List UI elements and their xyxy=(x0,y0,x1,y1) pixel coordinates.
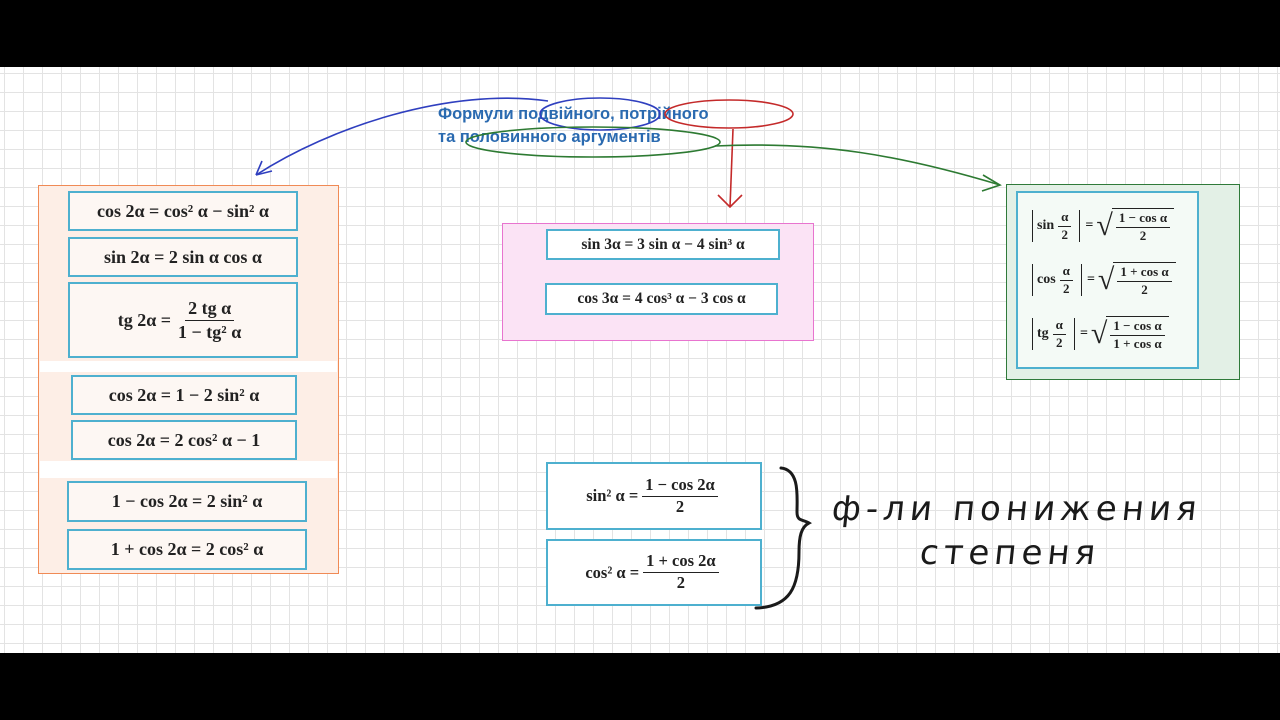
equals-sign: = xyxy=(1079,326,1088,341)
formula-half-sin: sin α 2 = √ 1 − cos α 2 xyxy=(1032,208,1197,244)
radicand-denominator: 1 + cos α xyxy=(1113,336,1162,351)
fn-sin: sin xyxy=(1037,218,1055,233)
fn-tg: tg xyxy=(1037,326,1049,341)
green-arrow xyxy=(714,144,1001,186)
sqrt-icon: √ xyxy=(1097,263,1115,296)
formula-half-tg: tg α 2 = √ 1 − cos α 1 + cos α xyxy=(1032,316,1197,352)
formula-half-cos: cos α 2 = √ 1 + cos α 2 xyxy=(1032,262,1197,298)
sqrt-sin-half: √ 1 − cos α 2 xyxy=(1096,208,1175,244)
alpha: α xyxy=(1058,209,1072,227)
formula-one-minus-cos2a: 1 − cos 2α = 2 sin² α xyxy=(67,481,307,522)
red-arrow-head xyxy=(717,194,743,209)
radicand-denominator: 2 xyxy=(1141,282,1148,297)
formula-cos2a-cos: cos 2α = 2 cos² α − 1 xyxy=(71,420,297,460)
two: 2 xyxy=(1061,226,1069,242)
sin-squared-fraction: 1 − cos 2α 2 xyxy=(642,475,718,517)
alpha: α xyxy=(1052,317,1066,335)
alpha: α xyxy=(1059,263,1073,281)
abs-sin-half: sin α 2 xyxy=(1032,209,1081,243)
radicand-numerator: 1 − cos α xyxy=(1110,318,1165,336)
cos-squared-fraction: 1 + cos 2α 2 xyxy=(643,551,719,593)
formula-one-plus-cos2a: 1 + cos 2α = 2 cos² α xyxy=(67,529,307,570)
radicand-numerator: 1 − cos α xyxy=(1115,210,1171,228)
sqrt-icon: √ xyxy=(1096,209,1113,242)
blue-arrow xyxy=(255,97,549,176)
sqrt-icon: √ xyxy=(1090,317,1108,350)
equals-sign: = xyxy=(1086,272,1095,287)
alpha-over-two: α 2 xyxy=(1052,317,1066,351)
radicand-denominator: 2 xyxy=(1139,228,1147,243)
sqrt-tg-half: √ 1 − cos α 1 + cos α xyxy=(1091,316,1169,352)
cos-squared-denominator: 2 xyxy=(676,573,686,592)
formula-cos-squared: cos² α = 1 + cos 2α 2 xyxy=(546,539,762,606)
alpha-over-two: α 2 xyxy=(1059,263,1073,297)
cos-squared-numerator: 1 + cos 2α xyxy=(643,551,719,573)
two: 2 xyxy=(1063,280,1070,296)
sqrt-cos-half: √ 1 + cos α 2 xyxy=(1098,262,1176,298)
title-line-1: Формули подвійного, потрійного xyxy=(438,105,709,123)
radicand-fraction: 1 − cos α 1 + cos α xyxy=(1110,318,1165,352)
blue-arrow-head xyxy=(255,160,273,176)
pen-annotations xyxy=(255,97,1002,610)
alpha-over-two: α 2 xyxy=(1058,209,1072,243)
formula-sin2a: sin 2α = 2 sin α cos α xyxy=(68,237,298,277)
curly-brace xyxy=(754,466,812,610)
tg2a-denominator: 1 − tg² α xyxy=(178,321,242,342)
whiteboard-canvas[interactable]: Формули подвійного, потрійного та полови… xyxy=(0,67,1280,653)
abs-tg-half: tg α 2 xyxy=(1032,317,1075,351)
tg2a-fraction: 2 tg α 1 − tg² α xyxy=(175,298,244,342)
sin-squared-left: sin² α = xyxy=(586,486,639,505)
red-oval xyxy=(664,99,794,129)
tg2a-numerator: 2 tg α xyxy=(185,298,235,321)
radicand-fraction: 1 − cos α 2 xyxy=(1115,210,1171,244)
radicand-numerator: 1 + cos α xyxy=(1117,264,1172,282)
formula-cos3a: cos 3α = 4 cos³ α − 3 cos α xyxy=(545,283,778,315)
cos-squared-left: cos² α = xyxy=(585,562,640,582)
panel-gap xyxy=(40,361,337,372)
formula-cos2a-identity: cos 2α = cos² α − sin² α xyxy=(68,191,298,231)
red-arrow xyxy=(729,128,734,208)
equals-sign: = xyxy=(1085,218,1094,233)
formula-sin3a: sin 3α = 3 sin α − 4 sin³ α xyxy=(546,229,780,260)
tg2a-left: tg 2α = xyxy=(117,309,172,330)
formula-cos2a-sin: cos 2α = 1 − 2 sin² α xyxy=(71,375,297,415)
blue-oval xyxy=(539,97,661,131)
formula-sin-squared: sin² α = 1 − cos 2α 2 xyxy=(546,462,762,530)
half-angle-formulas: sin α 2 = √ 1 − cos α 2 cos xyxy=(1016,191,1199,369)
green-arrow-head xyxy=(981,174,1002,192)
two: 2 xyxy=(1056,334,1063,350)
sin-squared-denominator: 2 xyxy=(675,496,685,516)
fn-cos: cos xyxy=(1037,272,1056,287)
sin-squared-numerator: 1 − cos 2α xyxy=(642,475,718,497)
panel-gap xyxy=(40,461,337,478)
green-oval xyxy=(465,126,721,158)
radicand-fraction: 1 + cos α 2 xyxy=(1117,264,1172,298)
formula-tg2a: tg 2α = 2 tg α 1 − tg² α xyxy=(68,282,298,358)
abs-cos-half: cos α 2 xyxy=(1032,263,1082,297)
